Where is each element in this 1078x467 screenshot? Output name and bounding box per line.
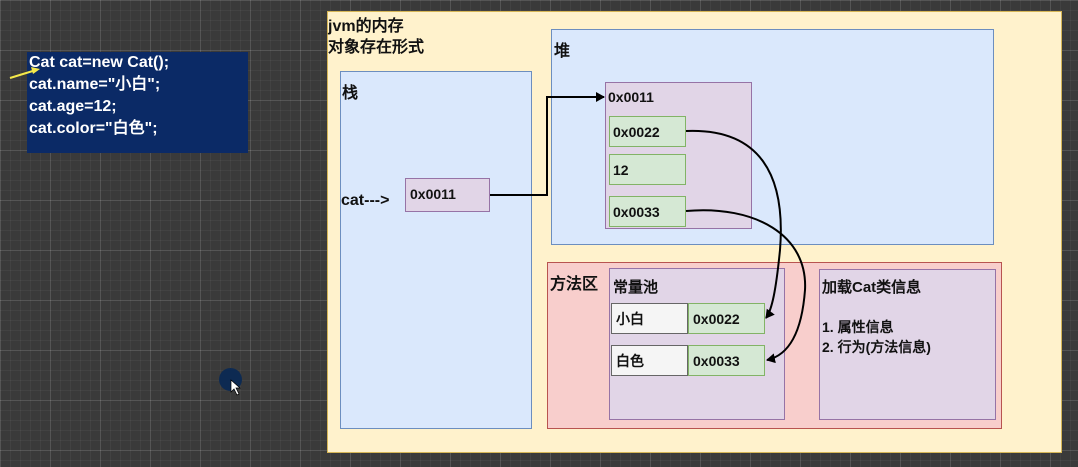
pool-entry-address: 0x0033	[688, 345, 765, 376]
cursor-highlight	[219, 368, 242, 391]
code-block: Cat cat=new Cat(); cat.name="小白"; cat.ag…	[27, 52, 248, 153]
heap-label: 堆	[554, 43, 571, 60]
stack-var-label: cat--->	[341, 192, 390, 209]
class-info-box	[819, 269, 996, 420]
code-line: Cat cat=new Cat();	[29, 54, 170, 71]
class-info-item: 2. 行为(方法信息)	[822, 339, 931, 355]
constant-pool-label: 常量池	[613, 279, 659, 296]
field-color: 0x0033	[609, 196, 686, 227]
field-age: 12	[609, 154, 686, 185]
pool-entry-address: 0x0022	[688, 303, 765, 334]
code-line: cat.age=12;	[29, 98, 117, 115]
pool-entry-text: 白色	[611, 345, 688, 376]
class-info-title: 加载Cat类信息	[822, 279, 922, 296]
stack-ref-cell: 0x0011	[405, 178, 490, 212]
method-area-label: 方法区	[550, 276, 599, 293]
code-line: cat.name="小白";	[29, 76, 161, 93]
jvm-title-line1: jvm的内存	[328, 18, 404, 35]
jvm-title-line2: 对象存在形式	[328, 39, 425, 56]
class-info-items: 1. 属性信息 2. 行为(方法信息)	[822, 317, 931, 357]
field-name: 0x0022	[609, 116, 686, 147]
jvm-title: jvm的内存 对象存在形式	[328, 16, 424, 58]
stack-label: 栈	[342, 85, 359, 102]
stack-area	[340, 71, 532, 429]
class-info-item: 1. 属性信息	[822, 319, 894, 335]
code-line: cat.color="白色";	[29, 120, 158, 137]
object-address: 0x0011	[608, 89, 654, 105]
pool-entry-text: 小白	[611, 303, 688, 334]
